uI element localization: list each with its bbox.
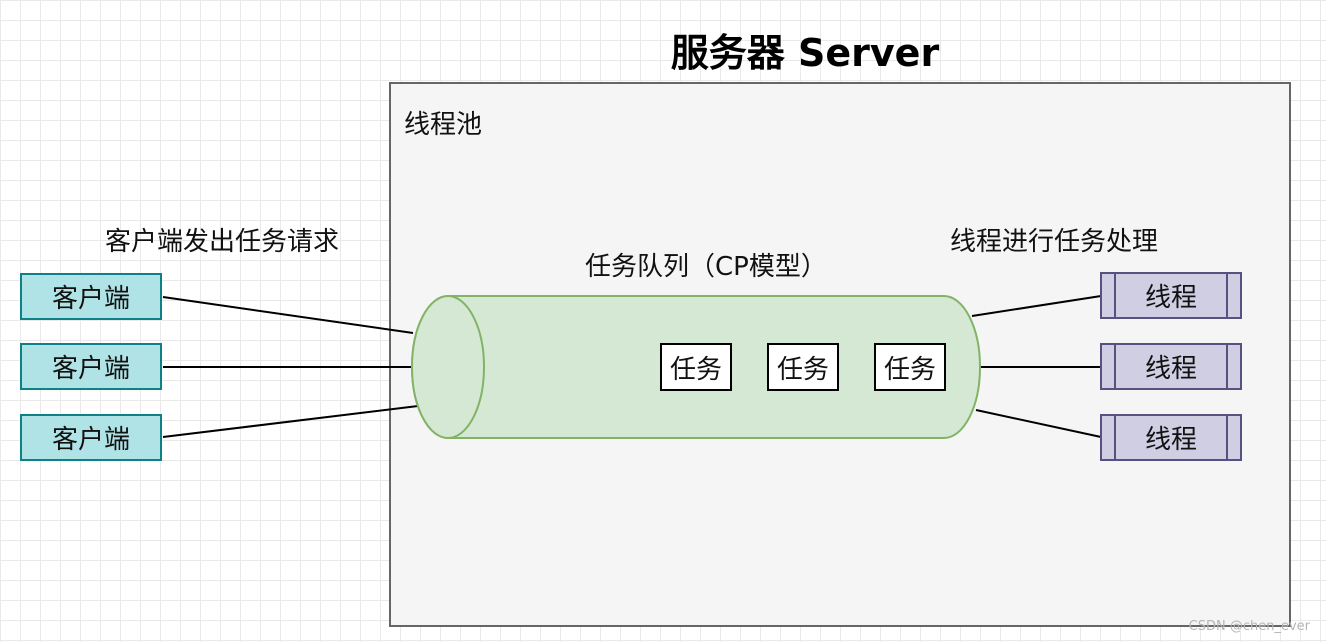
thread-node: 线程	[1100, 343, 1242, 390]
thread-connector-3	[975, 409, 1102, 438]
task-box: 任务	[767, 343, 839, 391]
queue-caption: 任务队列（CP模型）	[585, 252, 827, 282]
clients-caption: 客户端发出任务请求	[105, 227, 340, 257]
thread-node: 线程	[1100, 414, 1242, 461]
thread-node: 线程	[1100, 272, 1242, 319]
task-box: 任务	[874, 343, 946, 391]
client-node: 客户端	[20, 273, 162, 320]
client-connector-3	[162, 405, 419, 438]
client-node: 客户端	[20, 414, 162, 461]
threads-caption: 线程进行任务处理	[950, 227, 1159, 257]
task-box: 任务	[660, 343, 732, 391]
client-connector-1	[162, 296, 414, 334]
thread-pool-label: 线程池	[404, 110, 483, 140]
watermark: CSDN @chen_ever	[1188, 619, 1310, 634]
diagram-title: 服务器 Server	[670, 31, 940, 75]
thread-connector-1	[971, 295, 1102, 317]
client-node: 客户端	[20, 343, 162, 390]
